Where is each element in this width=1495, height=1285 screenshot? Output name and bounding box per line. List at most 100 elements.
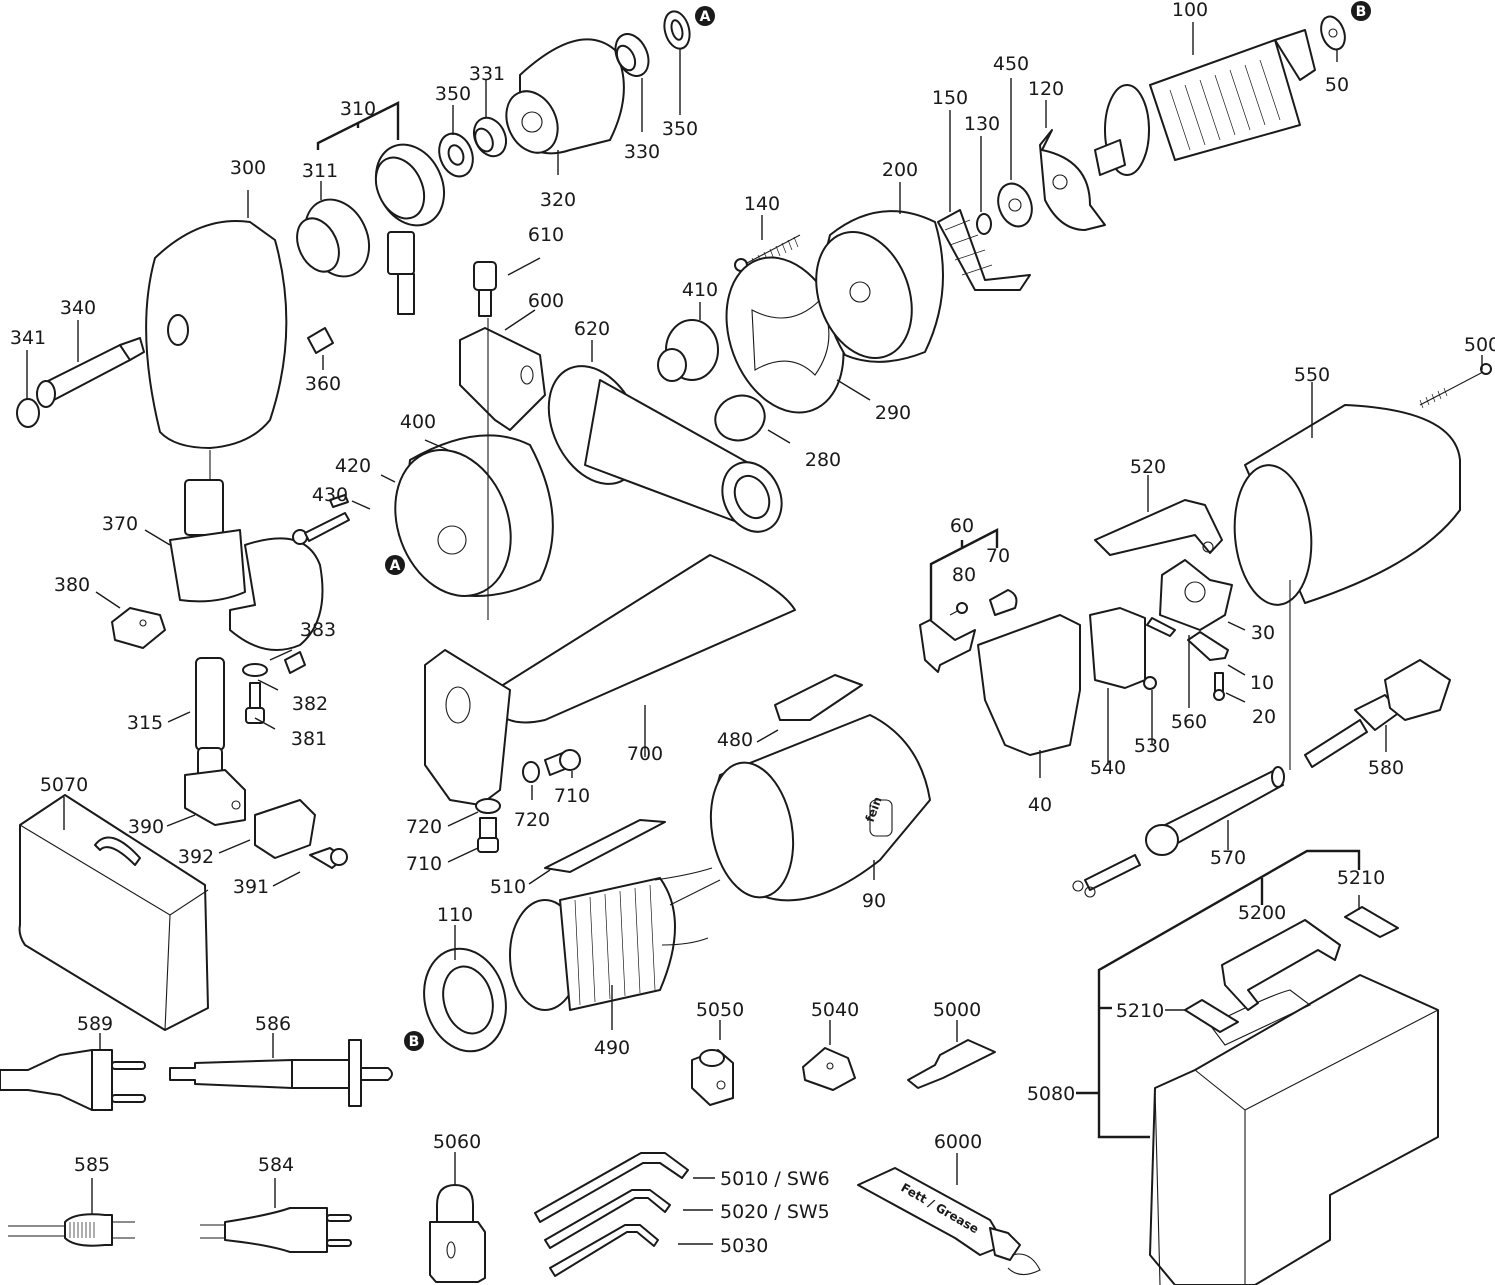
part-620-side-handle [547, 365, 783, 533]
label-570: 570 [1210, 847, 1246, 869]
part-589-plug [0, 1049, 146, 1111]
part-120-plate [1039, 129, 1106, 231]
label-410: 410 [682, 279, 718, 301]
part-310-eccentric [374, 143, 446, 315]
part-540-brush-carrier [1089, 607, 1146, 689]
label-580: 580 [1368, 757, 1404, 779]
marker-a-top-label: A [700, 9, 711, 25]
label-70: 70 [986, 545, 1010, 567]
part-5210-latch-left [1184, 999, 1239, 1033]
label-200: 200 [882, 159, 918, 181]
label-381: 381 [291, 728, 327, 750]
label-5060: 5060 [433, 1131, 481, 1153]
label-480: 480 [717, 729, 753, 751]
label-391: 391 [233, 876, 269, 898]
part-6000-grease-tube [857, 1167, 1041, 1276]
part-500-screw [1419, 363, 1492, 409]
label-350-left: 350 [435, 83, 471, 105]
part-100-armature [1094, 29, 1316, 176]
label-610: 610 [528, 224, 564, 246]
part-410-gear [657, 319, 719, 382]
label-140: 140 [744, 193, 780, 215]
label-315: 315 [127, 712, 163, 734]
part-280-ring [714, 394, 766, 442]
part-383-screw [284, 651, 306, 674]
part-380-die [111, 607, 166, 649]
part-200-bearing-housing [815, 210, 944, 363]
part-720-washer-b [475, 798, 501, 814]
label-510: 510 [490, 876, 526, 898]
part-40-switch [977, 614, 1081, 756]
part-360-set-screw [307, 327, 334, 354]
label-10: 10 [1250, 672, 1274, 694]
label-5020: 5020 / SW5 [720, 1201, 830, 1223]
part-5040-die [802, 1047, 856, 1091]
part-5010-hex-key-sw6 [534, 1152, 689, 1223]
label-300: 300 [230, 157, 266, 179]
label-330: 330 [624, 141, 660, 163]
part-90-motor-housing [709, 714, 931, 902]
part-10-clamp [1187, 631, 1229, 661]
part-400-gear-housing [394, 434, 554, 597]
part-490-field-coil [509, 867, 721, 1011]
callout-labels: 100 50 450 120 150 130 200 140 290 280 4… [10, 0, 1495, 1257]
label-5040: 5040 [811, 999, 859, 1021]
part-5080-carry-case [1149, 974, 1439, 1285]
part-60-brush-holder [919, 619, 976, 673]
part-710-screw [544, 749, 581, 776]
part-391-screw [309, 847, 348, 869]
label-310: 310 [340, 98, 376, 120]
bracket-60 [929, 528, 999, 620]
label-5210-top: 5210 [1337, 867, 1385, 889]
part-430-screw [292, 512, 350, 545]
part-5210-latch-top [1344, 906, 1399, 938]
part-340-pin [36, 337, 145, 408]
part-390-guide [184, 769, 246, 826]
marker-b-ring-label: B [409, 1034, 420, 1050]
label-5080: 5080 [1027, 1083, 1075, 1105]
label-341: 341 [10, 327, 46, 349]
label-5070: 5070 [40, 774, 88, 796]
part-382-washer [242, 663, 268, 677]
label-710-right: 710 [554, 785, 590, 807]
marker-a-housing-label: A [390, 558, 401, 574]
part-5050-guide [691, 1049, 734, 1106]
part-70-carbon-brush [989, 589, 1018, 616]
part-392-block [254, 799, 316, 859]
label-620: 620 [574, 318, 610, 340]
label-331: 331 [469, 63, 505, 85]
label-490: 490 [594, 1037, 630, 1059]
part-130-bushing [976, 213, 992, 235]
label-340: 340 [60, 297, 96, 319]
label-290: 290 [875, 402, 911, 424]
label-540: 540 [1090, 757, 1126, 779]
label-130: 130 [964, 113, 1000, 135]
part-586-plug [169, 1039, 393, 1107]
part-530-screw [1143, 676, 1157, 690]
part-80-spring [949, 602, 968, 616]
label-80: 80 [952, 564, 976, 586]
label-589: 589 [77, 1013, 113, 1035]
part-550-rear-housing [1233, 404, 1461, 606]
part-320-housing [505, 38, 625, 155]
label-383: 383 [300, 619, 336, 641]
label-5200: 5200 [1238, 902, 1286, 924]
label-585: 585 [74, 1154, 110, 1176]
label-280: 280 [805, 449, 841, 471]
label-5010: 5010 / SW6 [720, 1168, 830, 1190]
part-311-needle-bearing [296, 198, 371, 278]
label-150: 150 [932, 87, 968, 109]
part-450-ball-bearing [997, 182, 1033, 228]
label-710-left: 710 [406, 853, 442, 875]
marker-b-top-label: B [1356, 4, 1367, 20]
part-610-bolt [473, 261, 497, 317]
part-5200-handle [1221, 919, 1341, 1011]
marker-b-top: B [1351, 1, 1371, 21]
part-5070-metal-case [18, 794, 209, 1031]
label-584: 584 [258, 1154, 294, 1176]
part-331-needle-bearing [472, 116, 508, 158]
part-341-cap [16, 398, 40, 428]
label-420: 420 [335, 455, 371, 477]
part-600-clamp [459, 327, 546, 431]
part-420-pin [329, 494, 349, 508]
